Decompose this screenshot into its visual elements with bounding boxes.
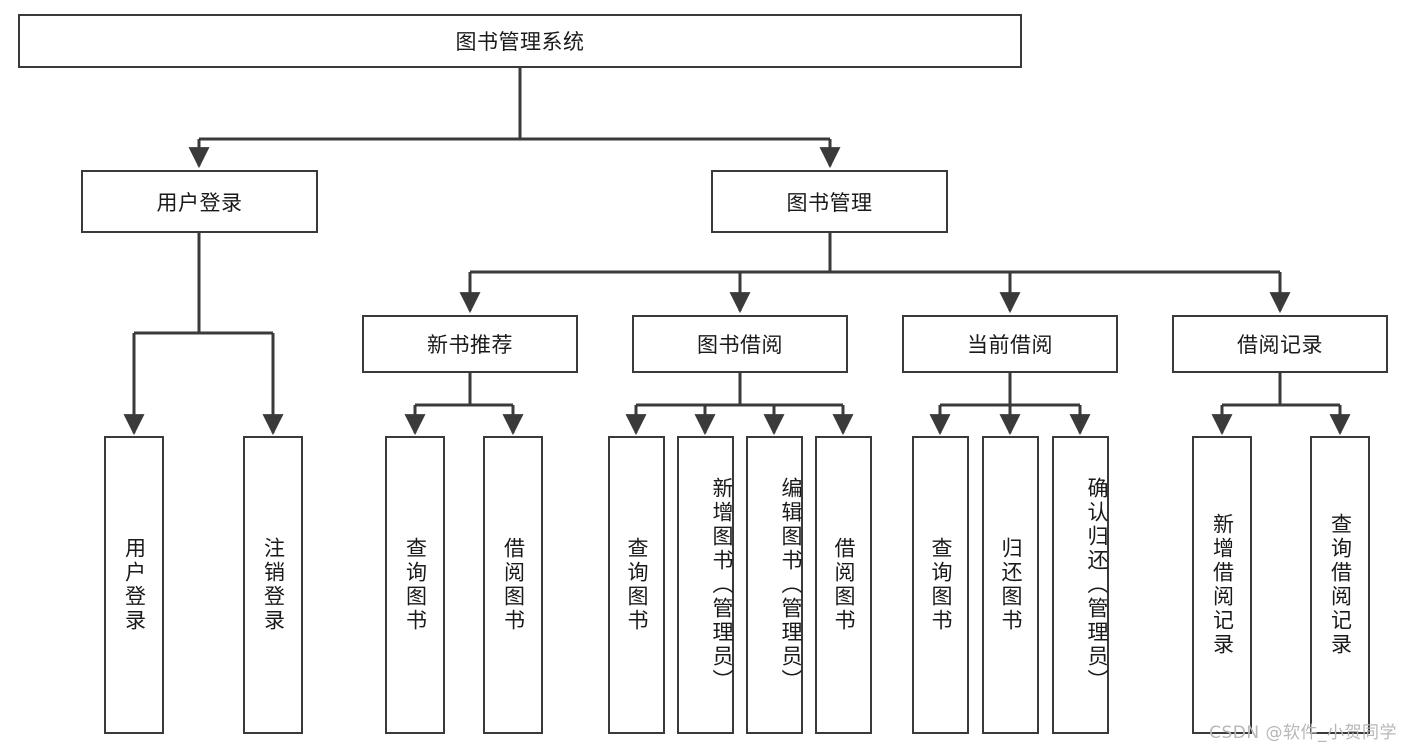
node-label: 图书管理: [786, 190, 873, 215]
node-label: 归还图书: [999, 537, 1023, 633]
node-book-borrowing[interactable]: 图书借阅: [632, 315, 848, 373]
leaf-current-query-book[interactable]: 查询图书: [912, 436, 969, 734]
leaf-borrow-add-book-admin[interactable]: 新增图书（管理员）: [677, 436, 734, 734]
node-book-management[interactable]: 图书管理: [711, 170, 948, 233]
node-label: 查询图书: [625, 537, 649, 633]
leaf-user-login-logout[interactable]: 注销登录: [243, 436, 303, 734]
node-current-borrowing[interactable]: 当前借阅: [902, 315, 1118, 373]
node-label: 新增借阅记录: [1210, 513, 1235, 657]
node-label: 确认归还（管理员）: [1085, 477, 1109, 693]
node-label: 借阅记录: [1237, 333, 1323, 357]
leaf-current-confirm-return-admin[interactable]: 确认归还（管理员）: [1052, 436, 1109, 734]
node-root-book-management-system[interactable]: 图书管理系统: [18, 14, 1022, 68]
leaf-borrow-borrow-book[interactable]: 借阅图书: [815, 436, 872, 734]
node-label: 查询借阅记录: [1328, 513, 1353, 657]
node-label: 当前借阅: [967, 333, 1053, 357]
leaf-record-query-borrow-record[interactable]: 查询借阅记录: [1310, 436, 1370, 734]
node-label: 借阅图书: [832, 537, 856, 633]
node-label: 编辑图书（管理员）: [779, 477, 803, 693]
node-label: 新书推荐: [427, 333, 513, 357]
leaf-current-return-book[interactable]: 归还图书: [982, 436, 1039, 734]
leaf-borrow-query-book[interactable]: 查询图书: [608, 436, 665, 734]
leaf-borrow-edit-book-admin[interactable]: 编辑图书（管理员）: [746, 436, 803, 734]
leaf-record-add-borrow-record[interactable]: 新增借阅记录: [1192, 436, 1252, 734]
node-label: 新增图书（管理员）: [710, 477, 734, 693]
node-label: 借阅图书: [501, 537, 526, 633]
node-user-login[interactable]: 用户登录: [81, 170, 318, 233]
node-label: 注销登录: [261, 537, 286, 633]
node-label: 用户登录: [156, 190, 243, 215]
node-borrowing-records[interactable]: 借阅记录: [1172, 315, 1388, 373]
node-label: 查询图书: [403, 537, 428, 633]
csdn-watermark: CSDN @软件_小贺同学: [1209, 723, 1397, 743]
node-label: 图书管理系统: [455, 30, 585, 54]
node-label: 图书借阅: [697, 333, 783, 357]
leaf-new-book-query-book[interactable]: 查询图书: [385, 436, 445, 734]
node-label: 用户登录: [122, 537, 147, 633]
node-new-book-recommendation[interactable]: 新书推荐: [362, 315, 578, 373]
node-label: 查询图书: [929, 537, 953, 633]
leaf-user-login-login[interactable]: 用户登录: [104, 436, 164, 734]
leaf-new-book-borrow-book[interactable]: 借阅图书: [483, 436, 543, 734]
